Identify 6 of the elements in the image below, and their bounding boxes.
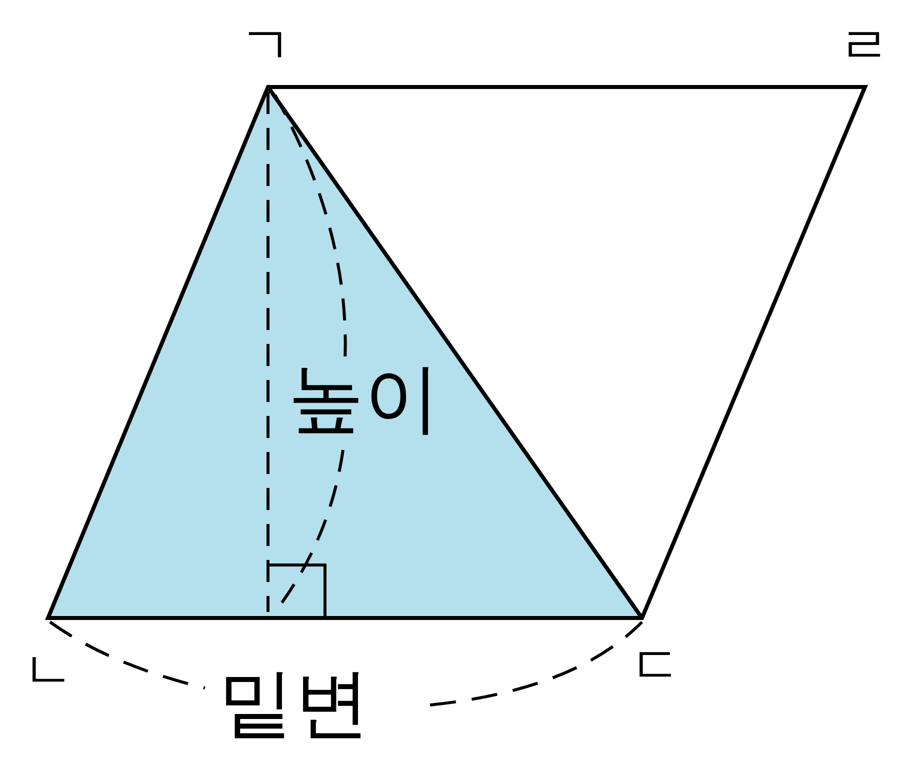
vertex-label: ㄴ — [22, 645, 74, 697]
vertex-label: ㄱ — [240, 20, 292, 72]
height-label: 높이 — [288, 360, 440, 436]
vertex-label: ㄷ — [630, 640, 682, 692]
vertex-label: ㄹ — [838, 20, 890, 72]
base-label: 밑변 — [218, 665, 370, 741]
